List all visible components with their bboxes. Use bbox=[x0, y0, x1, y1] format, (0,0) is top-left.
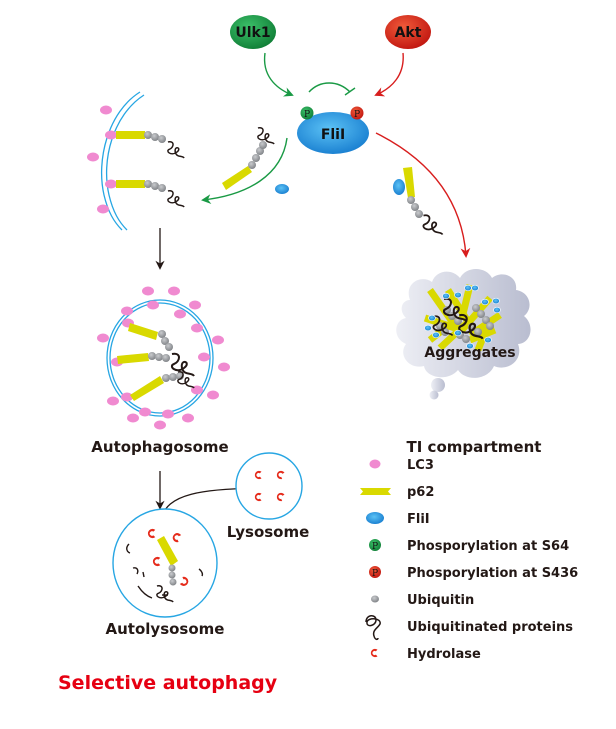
lc3-dot-icon bbox=[369, 459, 381, 469]
svg-text:LC3: LC3 bbox=[407, 458, 434, 473]
flii-label: FliI bbox=[321, 127, 345, 143]
lc3-dot bbox=[121, 306, 133, 316]
lc3-dot bbox=[121, 392, 133, 402]
lc3-dot bbox=[174, 309, 186, 319]
svg-text:p62: p62 bbox=[407, 485, 434, 500]
aggregated-ubiquitin-bead bbox=[462, 335, 470, 343]
phagophore bbox=[87, 91, 185, 231]
lc3-dot bbox=[154, 420, 166, 430]
lc3-dot bbox=[218, 362, 230, 372]
inhibition-arrow bbox=[308, 82, 356, 96]
lysosome bbox=[235, 452, 303, 520]
aggregated-flii bbox=[454, 291, 462, 299]
aggregated-flii bbox=[442, 292, 450, 300]
svg-text:Hydrolase: Hydrolase bbox=[407, 647, 481, 662]
legend-item-phospho-s64: P Phosporylation at S64 bbox=[369, 539, 569, 554]
flii-node: FliI bbox=[297, 112, 369, 154]
svg-text:Ubiquitin: Ubiquitin bbox=[407, 593, 474, 608]
flii-ellipse-icon bbox=[366, 512, 384, 524]
aggregated-ubiquitin-bead bbox=[474, 328, 482, 336]
aggregated-flii bbox=[493, 306, 501, 314]
autophagosome bbox=[97, 286, 230, 430]
aggregated-flii bbox=[428, 314, 436, 322]
aggregated-flii bbox=[432, 331, 440, 339]
aggregated-flii bbox=[464, 284, 472, 292]
red-sequestration-arrow bbox=[375, 132, 471, 258]
phospho-s64-badge: P bbox=[300, 106, 314, 120]
aggregated-flii bbox=[466, 342, 474, 350]
aggregated-flii bbox=[484, 336, 492, 344]
free-p62-cargo-complex bbox=[222, 127, 275, 190]
lc3-dot bbox=[168, 286, 180, 296]
legend-item-lc3: LC3 bbox=[369, 458, 434, 473]
lc3-dot bbox=[127, 413, 139, 423]
lc3-dot bbox=[198, 352, 210, 362]
akt-node: Akt bbox=[385, 15, 431, 49]
svg-text:P: P bbox=[354, 110, 360, 120]
legend-item-p62: p62 bbox=[360, 485, 434, 500]
svg-text:P: P bbox=[372, 569, 378, 579]
ti-compartment-label: TI compartment bbox=[407, 438, 542, 456]
aggregated-flii bbox=[471, 284, 479, 292]
legend-item-ubiquitinated-proteins: Ubiquitinated proteins bbox=[365, 615, 573, 641]
akt-label: Akt bbox=[395, 25, 422, 41]
aggregated-flii bbox=[424, 284, 501, 350]
lc3-dot bbox=[142, 286, 154, 296]
phospho-s64-icon: P bbox=[369, 539, 381, 552]
lc3-dot bbox=[189, 300, 201, 310]
ulk1-label: Ulk1 bbox=[235, 25, 270, 41]
svg-text:P: P bbox=[304, 110, 310, 120]
legend-item-ubiquitin: Ubiquitin bbox=[371, 593, 474, 608]
aggregated-flii bbox=[424, 324, 432, 332]
aggregated-flii bbox=[492, 297, 500, 305]
lc3-dot bbox=[182, 413, 194, 423]
legend-item-flii: FliI bbox=[366, 512, 430, 527]
aggregated-ubiquitin-bead bbox=[472, 304, 480, 312]
aggregated-flii bbox=[481, 298, 489, 306]
autolysosome-label: Autolysosome bbox=[106, 620, 225, 638]
selective-autophagy-title: Selective autophagy bbox=[58, 672, 278, 694]
green-recruitment-arrow bbox=[201, 137, 288, 205]
aggregated-ubiquitin-bead bbox=[477, 310, 485, 318]
legend: LC3 p62 FliI P Phosporylation at S64 P P… bbox=[360, 458, 578, 662]
lc3-dot bbox=[97, 333, 109, 343]
phospho-s436-icon: P bbox=[369, 566, 381, 579]
aggregated-ubiquitin-bead bbox=[482, 316, 490, 324]
ubiquitin-icon bbox=[371, 595, 379, 603]
lc3-dot bbox=[207, 390, 219, 400]
ti-compartment-cloud bbox=[396, 269, 531, 400]
aggregated-ubiquitin-bead bbox=[486, 322, 494, 330]
ulk1-node: Ulk1 bbox=[230, 15, 276, 49]
svg-text:Ubiquitinated proteins: Ubiquitinated proteins bbox=[407, 620, 573, 635]
free-flii bbox=[275, 184, 289, 194]
aggregates-label: Aggregates bbox=[424, 345, 515, 361]
lc3-dot bbox=[212, 335, 224, 345]
lc3-dot bbox=[147, 300, 159, 310]
phospho-s436-badge: P bbox=[350, 106, 364, 120]
autolysosome bbox=[112, 508, 218, 618]
aggregated-flii bbox=[454, 329, 462, 337]
hydrolase-icon bbox=[370, 648, 378, 658]
ulk1-activation-arrow bbox=[263, 52, 294, 97]
lc3-dot bbox=[191, 323, 203, 333]
legend-item-phospho-s436: P Phosporylation at S436 bbox=[369, 566, 578, 581]
flii-p62-cargo-complex bbox=[393, 167, 444, 236]
svg-text:Phosporylation at S436: Phosporylation at S436 bbox=[407, 566, 578, 581]
ubiquitinated-protein-icon bbox=[365, 615, 381, 641]
svg-text:P: P bbox=[372, 542, 378, 552]
svg-text:FliI: FliI bbox=[407, 512, 430, 527]
lc3-dot bbox=[107, 396, 119, 406]
autophagosome-label: Autophagosome bbox=[91, 438, 228, 456]
lc3-dot bbox=[162, 409, 174, 419]
legend-item-hydrolase: Hydrolase bbox=[370, 647, 481, 662]
p62-bar-icon bbox=[360, 488, 391, 495]
svg-text:Phosporylation at S64: Phosporylation at S64 bbox=[407, 539, 569, 554]
akt-activation-arrow bbox=[374, 52, 404, 97]
autophagosome-lc3-dots bbox=[97, 286, 230, 430]
lc3-dot bbox=[139, 407, 151, 417]
lysosome-label: Lysosome bbox=[227, 523, 310, 541]
